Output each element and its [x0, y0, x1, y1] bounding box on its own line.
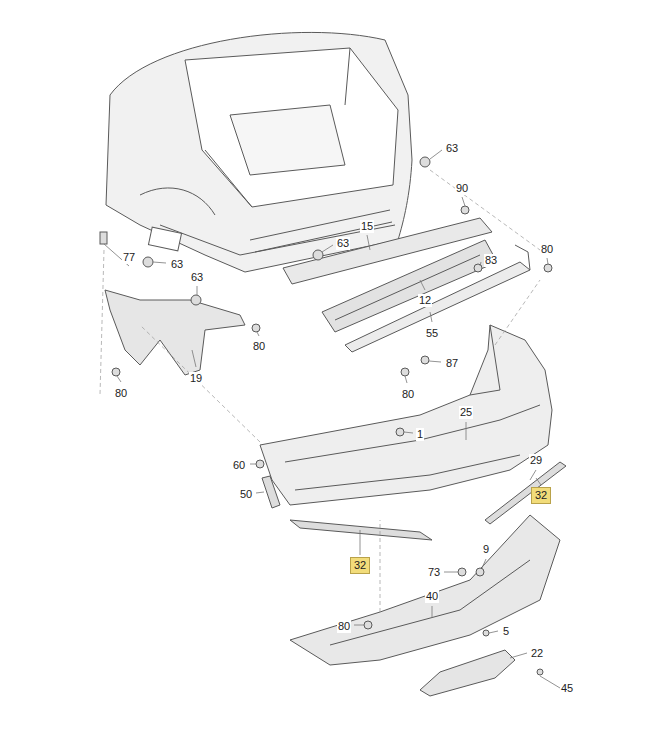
callout-number: 77 [122, 251, 136, 264]
callout-number: 12 [418, 294, 432, 307]
callout-number: 25 [459, 406, 473, 419]
callout-number: 80 [114, 387, 128, 400]
callout-number: 83 [484, 254, 498, 267]
callout-number: 63 [190, 271, 204, 284]
callout-number: 63 [170, 258, 184, 271]
callout-number: 55 [425, 327, 439, 340]
callout-number: 60 [232, 459, 246, 472]
callout-number: 87 [445, 357, 459, 370]
callout-number: 15 [360, 220, 374, 233]
callout-number: 1 [416, 428, 424, 441]
callout-number: 32 [350, 557, 370, 574]
callout-number: 73 [427, 566, 441, 579]
callout-number: 90 [455, 182, 469, 195]
callout-number: 19 [189, 372, 203, 385]
callout-number: 29 [529, 454, 543, 467]
callout-number: 80 [540, 243, 554, 256]
callout-number: 45 [560, 682, 574, 695]
callout-number: 32 [531, 487, 551, 504]
callout-number: 9 [482, 543, 490, 556]
callout-number: 5 [502, 625, 510, 638]
callout-number: 50 [239, 488, 253, 501]
callout-number: 80 [401, 388, 415, 401]
callout-number: 63 [445, 142, 459, 155]
callout-number: 40 [425, 590, 439, 603]
callout-number: 22 [530, 647, 544, 660]
callout-number: 80 [337, 620, 351, 633]
callout-number: 80 [252, 340, 266, 353]
callout-number: 63 [336, 237, 350, 250]
